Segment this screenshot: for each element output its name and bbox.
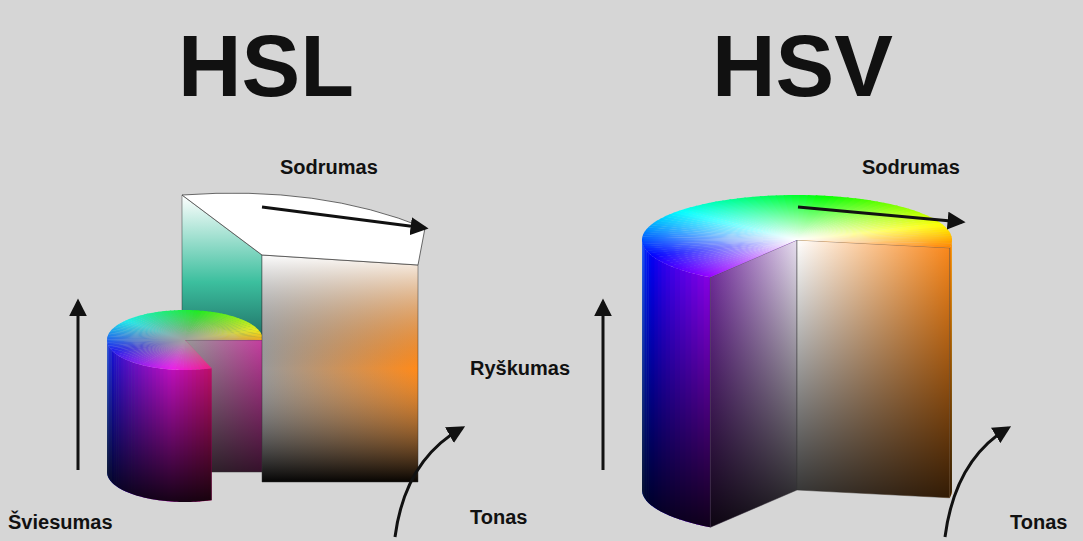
axis-label: Šviesumas bbox=[8, 512, 113, 532]
hsl-model-figure bbox=[107, 193, 425, 502]
cut-left-face bbox=[710, 240, 797, 527]
cut-right-face bbox=[797, 240, 950, 498]
axis-label: Tonas bbox=[1010, 512, 1067, 532]
value-arrow bbox=[602, 302, 605, 470]
saturation-arrow bbox=[262, 207, 425, 228]
axis-label: Sodrumas bbox=[862, 157, 960, 177]
model-title: HSL bbox=[178, 22, 354, 110]
lightness-arrow bbox=[77, 302, 80, 470]
depth-shade bbox=[642, 240, 710, 527]
white-top bbox=[182, 193, 425, 265]
cylinder-side bbox=[642, 240, 710, 527]
model-title: HSV bbox=[712, 22, 893, 110]
cut-left-face-edge bbox=[710, 240, 797, 527]
cut-left-face bbox=[710, 240, 797, 527]
saturation-shade bbox=[107, 310, 263, 370]
lower-cylinder-top bbox=[107, 310, 263, 370]
saturation-arrow bbox=[798, 207, 962, 222]
upper-front-face bbox=[262, 255, 418, 482]
upper-front-face-edge bbox=[262, 255, 418, 482]
saturation-shade bbox=[642, 195, 952, 277]
axis-label: Tonas bbox=[470, 507, 527, 527]
axis-label: Sodrumas bbox=[280, 157, 378, 177]
cut-right-face-edge bbox=[797, 240, 950, 498]
hsv-model-figure bbox=[642, 195, 952, 527]
upper-front-face bbox=[262, 255, 418, 482]
hue-arrow bbox=[395, 428, 462, 537]
cut-right-face bbox=[797, 240, 950, 498]
axis-label: Ryškumas bbox=[470, 358, 570, 378]
hue-arrow bbox=[945, 428, 1008, 537]
axis-arrows bbox=[78, 207, 1008, 537]
cylinder-top bbox=[642, 195, 952, 277]
